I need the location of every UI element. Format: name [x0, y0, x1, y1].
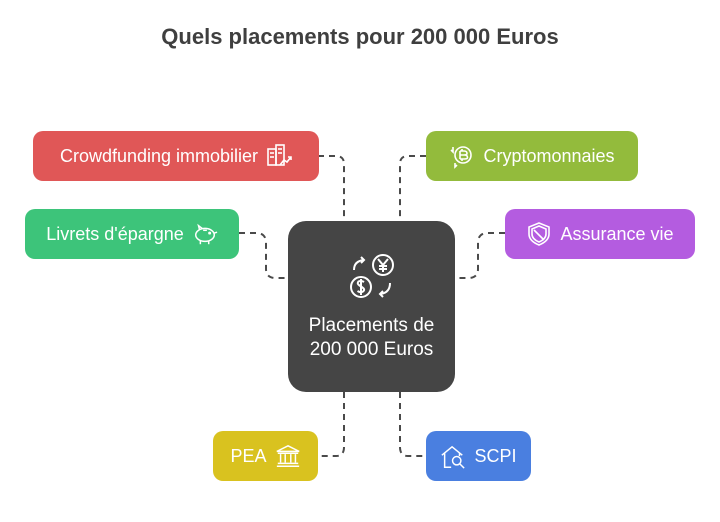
- node-label: Cryptomonnaies: [483, 145, 615, 166]
- building-growth-icon: [266, 143, 292, 169]
- node-assurance-vie: Assurance vie: [505, 209, 695, 259]
- connector-crowdfunding: [318, 155, 345, 221]
- connector-pea: [318, 392, 345, 457]
- center-node: Placements de 200 000 Euros: [288, 221, 455, 392]
- bank-icon: [275, 443, 301, 469]
- node-pea: PEA: [213, 431, 318, 481]
- node-livrets-epargne: Livrets d'épargne: [25, 209, 239, 259]
- node-label: Livrets d'épargne: [46, 223, 184, 244]
- connector-assurance: [455, 232, 505, 279]
- shield-icon: [526, 221, 552, 247]
- node-label: PEA: [230, 445, 267, 466]
- piggy-bank-icon: [192, 221, 218, 247]
- node-cryptomonnaies: Cryptomonnaies: [426, 131, 638, 181]
- connector-crypto: [399, 155, 426, 221]
- currency-exchange-icon: [345, 251, 399, 308]
- connector-livrets: [239, 232, 288, 279]
- bitcoin-icon: [449, 143, 475, 169]
- center-label: Placements de 200 000 Euros: [308, 315, 435, 360]
- node-label: Crowdfunding immobilier: [59, 145, 259, 166]
- connector-scpi: [399, 392, 426, 457]
- node-crowdfunding-immobilier: Crowdfunding immobilier: [33, 131, 319, 181]
- node-label: Assurance vie: [560, 223, 674, 244]
- house-search-icon: [440, 443, 466, 469]
- node-scpi: SCPI: [426, 431, 531, 481]
- diagram-title: Quels placements pour 200 000 Euros: [161, 24, 559, 49]
- node-label: SCPI: [474, 445, 517, 466]
